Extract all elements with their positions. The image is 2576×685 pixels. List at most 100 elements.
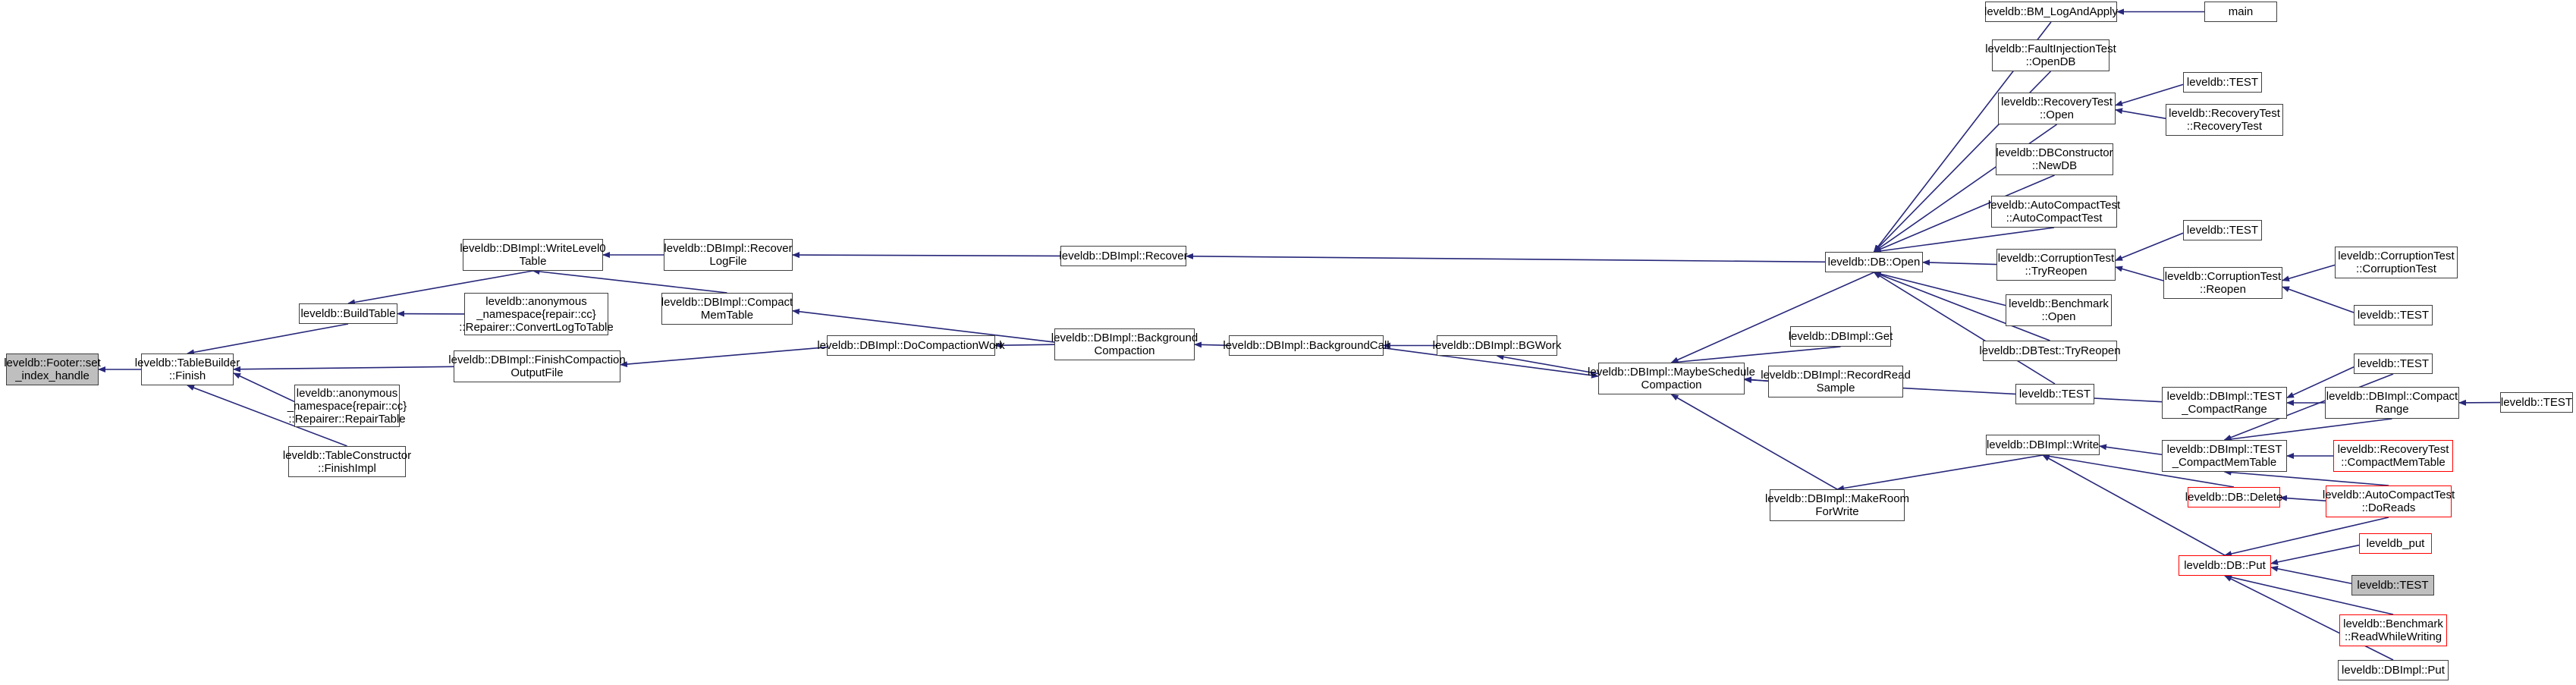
graph-node-label: leveldb::CorruptionTest ::TryReopen — [1997, 252, 2115, 278]
graph-edge — [1836, 454, 2044, 492]
graph-node-label: leveldb::DBImpl::Get — [1788, 330, 1893, 343]
graph-node-label: leveldb::DBImpl::MaybeSchedule Compactio… — [1588, 366, 1755, 391]
graph-node[interactable]: leveldb::TableBuilder ::Finish — [135, 353, 240, 385]
graph-node[interactable]: leveldb::anonymous _namespace{repair::cc… — [287, 385, 407, 427]
graph-edge — [620, 346, 828, 368]
graph-node-label: leveldb::DBImpl::Recover — [1059, 250, 1188, 262]
graph-node[interactable]: leveldb::CorruptionTest ::TryReopen — [1996, 249, 2116, 281]
graph-edge — [1186, 253, 1826, 263]
graph-node-label: leveldb::DBImpl::FinishCompaction Output… — [448, 353, 626, 379]
graph-node[interactable]: main — [2204, 2, 2277, 22]
graph-node-label: leveldb::DBImpl::Compact Range — [2326, 390, 2458, 416]
graph-edge — [187, 323, 349, 356]
graph-node-label: leveldb::BuildTable — [300, 307, 396, 320]
graph-node[interactable]: leveldb::RecoveryTest ::Open — [1998, 93, 2116, 124]
graph-node[interactable]: leveldb::DBImpl::BGWork — [1433, 335, 1561, 356]
graph-node[interactable]: leveldb::TEST — [2354, 353, 2433, 374]
graph-node[interactable]: leveldb::TEST — [2183, 72, 2262, 93]
graph-node-label: leveldb::DBImpl::RecordRead Sample — [1761, 369, 1911, 394]
graph-node-label: leveldb::Footer::set _index_handle — [4, 357, 101, 382]
graph-node[interactable]: leveldb::AutoCompactTest ::DoReads — [2323, 485, 2455, 517]
graph-node[interactable]: leveldb::DBImpl::MaybeSchedule Compactio… — [1588, 363, 1755, 394]
graph-node[interactable]: leveldb::DB::Put — [2179, 555, 2271, 576]
graph-node-label: leveldb::TEST — [2186, 76, 2259, 89]
graph-node[interactable]: leveldb::TableConstructor ::FinishImpl — [283, 446, 411, 477]
graph-node[interactable]: leveldb::Footer::set _index_handle — [4, 353, 101, 385]
graph-edge — [2223, 418, 2392, 442]
graph-node-label: main — [2228, 5, 2254, 18]
graph-node[interactable]: leveldb::TEST — [2500, 392, 2573, 413]
graph-node[interactable]: leveldb_put — [2359, 533, 2432, 554]
graph-node[interactable]: leveldb::CorruptionTest ::CorruptionTest — [2335, 247, 2458, 278]
graph-edge — [2223, 469, 2389, 486]
graph-node[interactable]: leveldb::AutoCompactTest ::AutoCompactTe… — [1987, 196, 2121, 228]
graph-node[interactable]: leveldb::DBImpl::DoCompactionWork — [817, 335, 1005, 356]
graph-node-label: leveldb::DB::Delete — [2185, 491, 2283, 504]
graph-node[interactable]: leveldb::TEST — [2351, 575, 2434, 595]
graph-edge — [2115, 108, 2166, 119]
graph-node[interactable]: leveldb::DBConstructor ::NewDB — [1996, 143, 2113, 175]
graph-node[interactable]: leveldb::DBImpl::TEST _CompactMemTable — [2162, 440, 2287, 472]
graph-node-label: leveldb::DBImpl::Put — [2342, 664, 2445, 677]
graph-node-label: leveldb::TEST — [2500, 396, 2573, 409]
graph-node-label: leveldb::TEST — [2357, 357, 2430, 370]
graph-node[interactable]: leveldb::TEST — [2015, 384, 2094, 404]
graph-node[interactable]: leveldb::DBImpl::Compact MemTable — [661, 293, 793, 325]
graph-node-label: leveldb::DBImpl::Background Compaction — [1051, 332, 1198, 357]
graph-node[interactable]: leveldb::anonymous _namespace{repair::cc… — [459, 293, 614, 335]
graph-edge — [2282, 286, 2355, 313]
graph-node[interactable]: leveldb::RecoveryTest ::CompactMemTable — [2333, 440, 2453, 472]
graph-node[interactable]: leveldb::DB::Open — [1825, 252, 1923, 272]
graph-edge — [2099, 444, 2163, 456]
graph-node[interactable]: leveldb::FaultInjectionTest ::OpenDB — [1985, 39, 2116, 71]
graph-node[interactable]: leveldb::DBImpl::Put — [2338, 660, 2449, 680]
graph-node[interactable]: leveldb::DBImpl::Recover — [1059, 246, 1188, 266]
graph-node[interactable]: leveldb::TEST — [2183, 220, 2262, 240]
graph-edge — [2270, 565, 2352, 585]
graph-node[interactable]: leveldb::CorruptionTest ::Reopen — [2163, 267, 2282, 299]
graph-node-label: leveldb::Benchmark ::ReadWhileWriting — [2343, 617, 2443, 643]
graph-node[interactable]: leveldb::DB::Delete — [2185, 487, 2283, 507]
graph-node-label: leveldb::DBImpl::TEST _CompactMemTable — [2166, 443, 2282, 469]
graph-node-label: leveldb::TEST — [2357, 579, 2429, 592]
graph-node[interactable]: leveldb::DBImpl::MakeRoom ForWrite — [1765, 489, 1909, 521]
graph-node[interactable]: leveldb::Benchmark ::Open — [2006, 294, 2112, 326]
graph-node[interactable]: leveldb::DBImpl::Background Compaction — [1051, 328, 1198, 360]
graph-node-label: leveldb::TableConstructor ::FinishImpl — [282, 448, 412, 475]
graph-node-label: leveldb::FaultInjectionTest ::OpenDB — [1985, 42, 2116, 68]
graph-node[interactable]: leveldb::DBImpl::FinishCompaction Output… — [448, 350, 626, 382]
graph-node[interactable]: leveldb::RecoveryTest ::RecoveryTest — [2166, 104, 2283, 136]
graph-node-label: leveldb::Benchmark ::Open — [2009, 297, 2109, 323]
graph-node-label: leveldb::anonymous _namespace{repair::cc… — [459, 294, 614, 334]
graph-node[interactable]: leveldb::DBImpl::BackgroundCall — [1223, 335, 1390, 356]
graph-node[interactable]: leveldb::DBImpl::RecordRead Sample — [1761, 366, 1911, 397]
graph-node[interactable]: leveldb::DBImpl::Compact Range — [2325, 387, 2459, 419]
graph-edge — [2282, 264, 2336, 282]
graph-edge — [2270, 544, 2360, 565]
graph-node[interactable]: leveldb::TEST — [2354, 305, 2433, 325]
graph-node-label: leveldb::AutoCompactTest ::AutoCompactTe… — [1987, 199, 2121, 225]
graph-node[interactable]: leveldb::BM_LogAndApply — [1984, 2, 2118, 22]
graph-node-label: leveldb::DBImpl::BGWork — [1432, 339, 1562, 352]
graph-edge — [2115, 266, 2164, 281]
graph-edge — [532, 269, 727, 294]
graph-node-label: leveldb::TableBuilder ::Finish — [134, 357, 240, 382]
graph-node[interactable]: leveldb::DBImpl::Get — [1788, 326, 1893, 347]
graph-node[interactable]: leveldb::DBTest::TryReopen — [1979, 341, 2121, 361]
graph-edge — [1496, 353, 1599, 375]
graph-node[interactable]: leveldb::DBImpl::TEST _CompactRange — [2162, 387, 2287, 419]
graph-node-label: leveldb::DBConstructor ::NewDB — [1996, 146, 2113, 172]
graph-node-label: leveldb::DBTest::TryReopen — [1979, 344, 2121, 357]
graph-node-label: leveldb::DBImpl::Recover LogFile — [664, 242, 793, 268]
graph-edge — [1670, 394, 1838, 490]
graph-node-label: leveldb::TEST — [2186, 224, 2259, 237]
graph-node[interactable]: leveldb::DBImpl::WriteLevel0 Table — [460, 239, 606, 271]
graph-node-label: leveldb_put — [2366, 537, 2425, 550]
graph-node-label: leveldb::BM_LogAndApply — [1984, 5, 2118, 18]
graph-node[interactable]: leveldb::Benchmark ::ReadWhileWriting — [2339, 614, 2447, 646]
graph-node-label: leveldb::CorruptionTest ::Reopen — [2164, 270, 2282, 296]
graph-node[interactable]: leveldb::DBImpl::Write — [1986, 435, 2100, 455]
graph-node-label: leveldb::CorruptionTest ::CorruptionTest — [2338, 250, 2455, 275]
graph-node[interactable]: leveldb::BuildTable — [299, 303, 397, 324]
graph-node[interactable]: leveldb::DBImpl::Recover LogFile — [664, 239, 793, 271]
